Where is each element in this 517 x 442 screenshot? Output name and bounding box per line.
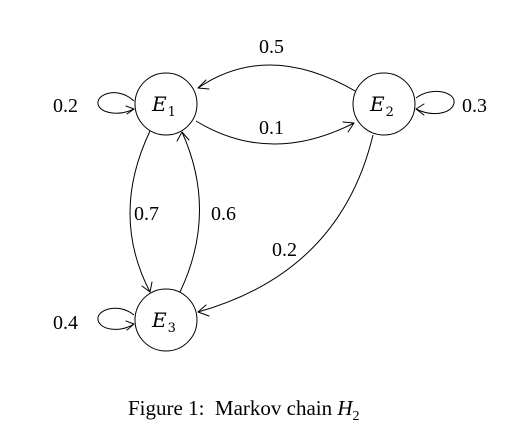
self-loop-e1 xyxy=(97,92,135,114)
label-e2-to-e3: 0.2 xyxy=(272,239,297,261)
arrowhead-e2-to-e3 xyxy=(197,304,210,317)
arrowhead-e2-to-e1 xyxy=(197,79,210,90)
node-e2-subscript: 2 xyxy=(386,105,394,120)
caption-prefix: Figure 1: Markov chain xyxy=(128,396,337,420)
node-e1-circle xyxy=(134,72,198,136)
edge-e2-to-e1 xyxy=(197,64,358,93)
node-e3: E3 xyxy=(134,288,198,352)
edge-e1-to-e2 xyxy=(195,120,355,145)
node-e1-subscript: 1 xyxy=(168,105,176,120)
node-e2-label: E2 xyxy=(369,92,394,120)
node-e2-letter: E xyxy=(369,92,385,116)
arrowhead-e1-to-e2 xyxy=(342,121,355,133)
node-e3-letter: E xyxy=(151,308,167,332)
edge-e1-to-e3 xyxy=(129,130,151,293)
node-e1: E1 xyxy=(134,72,198,136)
label-self-loop-e1: 0.2 xyxy=(53,95,78,117)
label-e1-to-e3: 0.7 xyxy=(134,203,159,225)
node-e3-subscript: 3 xyxy=(168,321,176,336)
node-e1-label: E1 xyxy=(151,92,176,120)
arrowhead-e3-to-e1 xyxy=(176,131,190,142)
node-e3-label: E3 xyxy=(151,308,176,336)
self-loop-e3 xyxy=(97,307,135,330)
caption-symbol: H xyxy=(336,396,354,420)
node-e3-circle xyxy=(134,288,198,352)
label-e1-to-e2: 0.1 xyxy=(259,117,284,139)
arrowhead-e1-to-e3 xyxy=(141,281,153,293)
node-e1-letter: E xyxy=(151,92,167,116)
arrowhead-self-loop-e1 xyxy=(125,105,135,115)
label-e2-to-e1: 0.5 xyxy=(259,36,284,58)
label-self-loop-e2: 0.3 xyxy=(462,95,487,117)
node-e2: E2 xyxy=(352,72,416,136)
edge-e3-to-e1 xyxy=(179,131,200,293)
self-loop-e2 xyxy=(415,90,455,115)
node-e2-circle xyxy=(352,72,416,136)
edges xyxy=(97,64,455,331)
arrowhead-self-loop-e2 xyxy=(415,103,425,116)
figure-caption: Figure 1: Markov chain H2 xyxy=(128,396,360,424)
edge-e2-to-e3 xyxy=(197,134,374,313)
label-self-loop-e3: 0.4 xyxy=(53,312,78,334)
edge-labels: 0.2 0.3 0.4 0.5 0.1 0.7 0.6 0.2 xyxy=(53,36,487,334)
label-e3-to-e1: 0.6 xyxy=(211,203,236,225)
arrowhead-self-loop-e3 xyxy=(125,320,135,331)
caption-subscript: 2 xyxy=(353,409,360,424)
